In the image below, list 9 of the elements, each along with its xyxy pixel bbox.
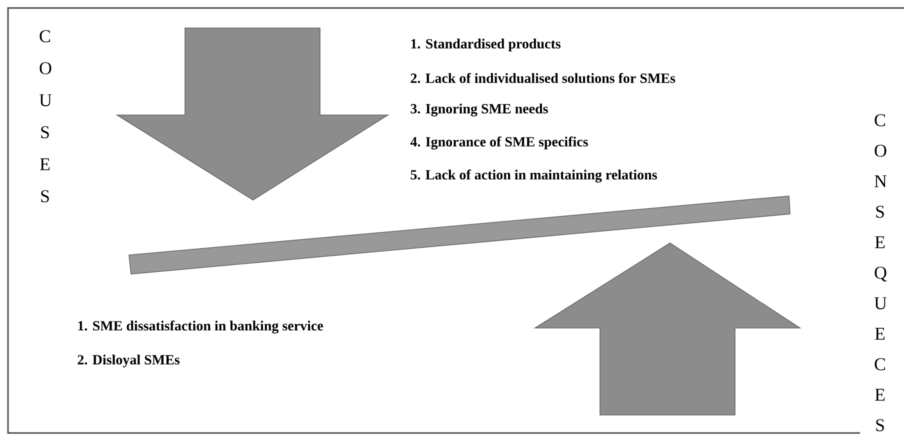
list-item: 1. Standardised products xyxy=(411,38,561,52)
list-item: 4. Ignorance of SME specifics xyxy=(410,136,588,150)
list-item: 2. Lack of individualised solutions for SMEs xyxy=(410,72,676,84)
list-item: 5. Lack of action in maintaining relations xyxy=(410,170,657,182)
list-item: 3. Ignoring SME needs xyxy=(410,104,548,116)
vertical-heading: C O N S E Q U E C E S xyxy=(874,114,887,432)
list-item: 2. Disloyal SMEs xyxy=(78,354,180,368)
vertical-heading: C O U S E S xyxy=(39,30,52,202)
list-item: 1. SME dissatisfaction in banking service xyxy=(78,320,324,334)
